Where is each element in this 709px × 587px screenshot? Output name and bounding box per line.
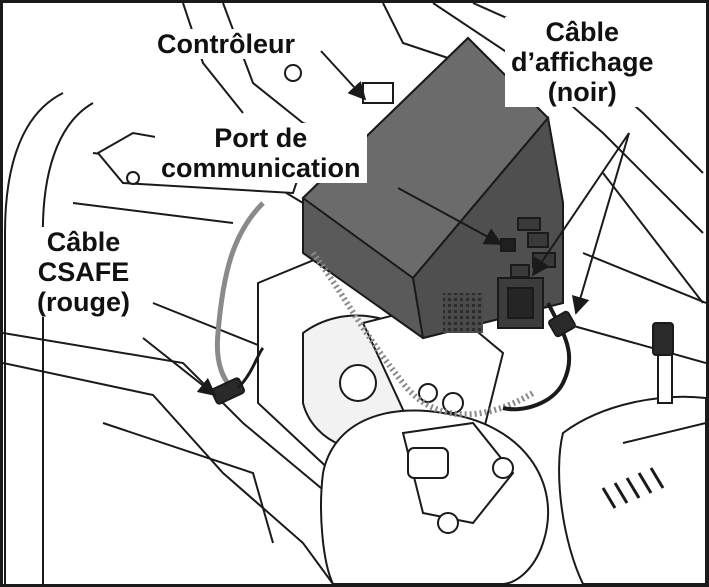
communication-port-icon xyxy=(500,238,516,252)
machine-illustration xyxy=(3,3,706,584)
label-cable-csafe: Câble CSAFE (rouge) xyxy=(31,227,136,317)
label-controleur-text: Contrôleur xyxy=(157,29,295,59)
label-affichage-line-2: d’affichage xyxy=(511,47,654,77)
flywheel xyxy=(320,383,549,584)
label-port-line-2: communication xyxy=(161,153,361,183)
label-affichage-line-3: (noir) xyxy=(547,77,617,107)
display-cable-icon xyxy=(502,302,576,412)
label-port-line-1: Port de xyxy=(214,123,308,153)
label-csafe-line-3: (rouge) xyxy=(37,287,130,317)
csafe-cable-icon xyxy=(211,346,265,405)
label-port-communication: Port de communication xyxy=(155,123,367,183)
leader-lines xyxy=(142,50,630,397)
controller-icon xyxy=(301,36,564,340)
right-housing xyxy=(558,322,706,584)
label-csafe-line-2: CSAFE xyxy=(37,257,130,287)
connector-icon xyxy=(652,322,674,356)
label-controleur: Contrôleur xyxy=(151,29,301,59)
label-affichage-line-1: Câble xyxy=(545,17,620,47)
label-cable-affichage: Câble d’affichage (noir) xyxy=(505,17,660,107)
label-csafe-line-1: Câble xyxy=(46,227,121,257)
cable-grey xyxy=(214,201,535,418)
